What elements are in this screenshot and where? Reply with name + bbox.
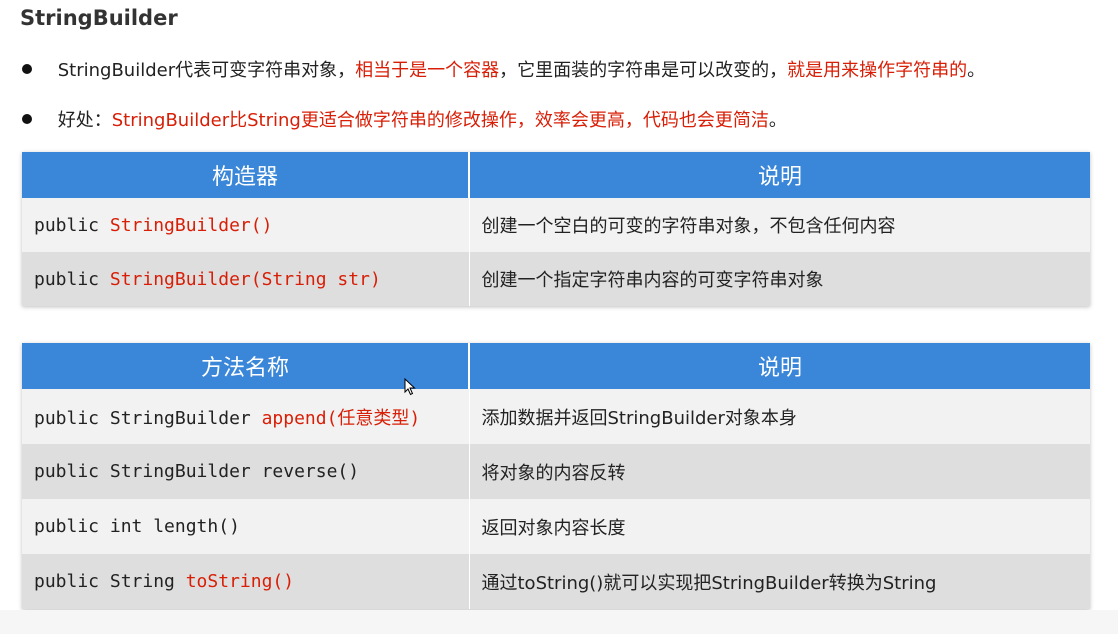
bullet-item-benefit: 好处：StringBuilder比String更适合做字符串的修改操作，效率会更… — [22, 106, 787, 136]
bullet-seg-highlight: 相当于是一个容器 — [355, 60, 500, 81]
table-header-description: 说明 — [469, 152, 1090, 198]
code-highlight: append(任意类型) — [261, 407, 421, 429]
code-prefix: public — [34, 214, 110, 236]
table-header-description: 说明 — [469, 343, 1090, 389]
code-prefix: public — [34, 268, 110, 290]
bullet-item-definition: StringBuilder代表可变字符串对象，相当于是一个容器，它里面装的字符串… — [22, 56, 985, 86]
table-header-method-name: 方法名称 — [22, 343, 470, 389]
bullet-seg: 。 — [768, 110, 787, 131]
table-row: public StringBuilder(String str) 创建一个指定字… — [22, 252, 1090, 306]
code-prefix: public int length() — [34, 516, 240, 537]
table-row: public StringBuilder append(任意类型) 添加数据并返… — [22, 389, 1090, 444]
code-prefix: public StringBuilder — [34, 407, 262, 429]
method-signature: public StringBuilder reverse() — [22, 444, 470, 499]
footer-strip — [0, 610, 1118, 634]
constructor-signature: public StringBuilder(String str) — [22, 252, 470, 306]
bullet-seg: StringBuilder代表可变字符串对象， — [57, 60, 356, 81]
code-highlight: StringBuilder() — [109, 214, 273, 236]
method-description: 添加数据并返回StringBuilder对象本身 — [469, 389, 1090, 444]
mouse-pointer-icon — [404, 378, 416, 396]
method-description: 通过toString()就可以实现把StringBuilder转换为String — [469, 554, 1090, 609]
code-highlight: toString() — [185, 571, 295, 592]
constructor-description: 创建一个空白的可变的字符串对象，不包含任何内容 — [469, 198, 1090, 252]
code-prefix: public String — [34, 571, 186, 592]
bullet-seg-highlight: 就是用来操作字符串的 — [787, 60, 968, 81]
method-signature: public StringBuilder append(任意类型) — [22, 389, 470, 444]
constructor-description: 创建一个指定字符串内容的可变字符串对象 — [469, 252, 1090, 306]
method-signature: public int length() — [22, 499, 470, 554]
table-row: public int length() 返回对象内容长度 — [22, 499, 1090, 554]
constructors-table: 构造器 说明 public StringBuilder() 创建一个空白的可变的… — [22, 152, 1090, 306]
table-row: public StringBuilder reverse() 将对象的内容反转 — [22, 444, 1090, 499]
bullet-seg: ，它里面装的字符串是可以改变的， — [499, 60, 788, 81]
methods-table: 方法名称 说明 public StringBuilder append(任意类型… — [22, 343, 1090, 609]
method-signature: public String toString() — [22, 554, 470, 609]
bullet-dot-icon — [22, 114, 32, 124]
bullet-seg: 好处： — [57, 110, 112, 131]
method-description: 返回对象内容长度 — [469, 499, 1090, 554]
bullet-dot-icon — [22, 64, 32, 74]
code-prefix: public StringBuilder reverse() — [34, 461, 360, 482]
table-header-constructor: 构造器 — [22, 152, 470, 198]
bullet-seg: 。 — [967, 60, 986, 81]
method-description: 将对象的内容反转 — [469, 444, 1090, 499]
table-row: public StringBuilder() 创建一个空白的可变的字符串对象，不… — [22, 198, 1090, 252]
page-title: StringBuilder — [20, 6, 178, 30]
bullet-seg-highlight: StringBuilder比String更适合做字符串的修改操作，效率会更高，代… — [111, 110, 769, 131]
table-row: public String toString() 通过toString()就可以… — [22, 554, 1090, 609]
code-highlight: StringBuilder(String str) — [109, 268, 381, 290]
constructor-signature: public StringBuilder() — [22, 198, 470, 252]
